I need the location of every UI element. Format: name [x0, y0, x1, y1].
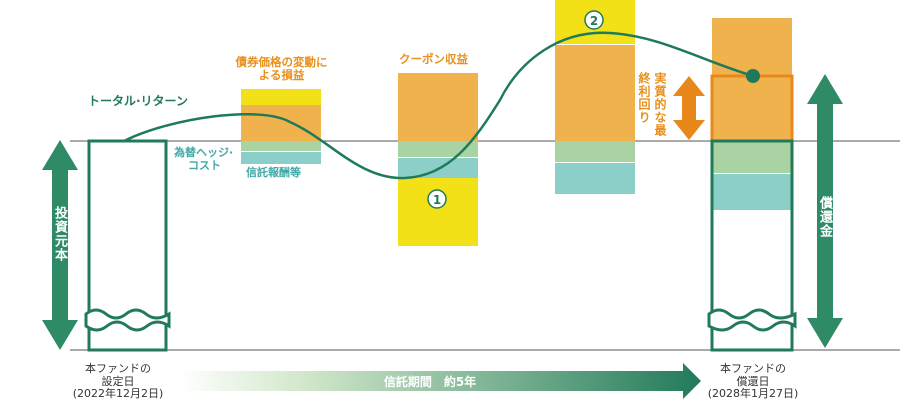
principal-wave-break [84, 308, 171, 332]
coupon-income-label: クーポン収益 [399, 52, 468, 66]
marker-2-text: 2 [590, 14, 598, 28]
end-label-line-3: (2028年1月27日) [707, 387, 799, 401]
effective-yield-box [710, 74, 794, 143]
end-label-line-1: 本ファンドの [720, 362, 786, 375]
redemption-arrow [807, 74, 843, 348]
coupon-bar-period-3 [555, 45, 635, 141]
bond-price-gain-bar [241, 89, 321, 105]
effective-yield-arrow [673, 76, 705, 140]
coupon-bar-period-2 [398, 73, 478, 141]
total-return-curve [123, 31, 754, 180]
effective-yield-label: 実質的な最終利回り [637, 72, 667, 137]
redemption-label: 償還金 [817, 196, 832, 238]
bond-price-change-line-1: 債券価格の変動に [235, 55, 328, 69]
start-label-line-1: 本ファンドの [85, 362, 151, 375]
end-date-label: 本ファンドの 償還日 (2028年1月27日) [695, 362, 811, 401]
redemption-hedge-cost [713, 142, 791, 173]
bond-price-change-line-2: よる損益 [258, 68, 305, 83]
total-return-endpoint [746, 69, 760, 83]
redemption-trust-fee [713, 174, 791, 210]
fx-hedge-cost-line-2: コスト [188, 158, 221, 172]
principal-arrow [42, 140, 78, 350]
period-arrow [180, 363, 701, 399]
marker-1-text: 1 [433, 193, 441, 207]
redemption-wave-break [707, 308, 797, 332]
coupon-bar-period-1 [241, 105, 321, 141]
fx-hedge-cost-line-1: 為替ヘッジ· [174, 146, 234, 159]
fx-hedge-cost-label: 為替ヘッジ· コスト [174, 146, 234, 172]
bond-price-change-label: 債券価格の変動に よる損益 [223, 55, 340, 83]
marker-1-circle [427, 189, 447, 209]
trust-fee-bar-period-1 [241, 152, 321, 164]
trust-fee-bar-period-3 [555, 163, 635, 194]
end-label-line-2: 償還日 [736, 374, 770, 388]
start-date-label: 本ファンドの 設定日 (2022年12月2日) [64, 362, 172, 401]
principal-label: 投資元本 [52, 206, 67, 262]
hedge-cost-bar-period-2 [398, 141, 478, 157]
hedge-cost-bar-period-3 [555, 141, 635, 162]
start-label-line-3: (2022年12月2日) [72, 387, 164, 401]
hedge-cost-bar-period-1 [241, 141, 321, 151]
period-label: 信託期間 約5年 [384, 374, 476, 389]
bond-price-loss-bar [398, 178, 478, 246]
trust-fee-label: 信託報酬等 [246, 166, 301, 179]
marker-2-circle [584, 10, 604, 30]
redemption-column [710, 139, 794, 352]
total-return-label: トータル·リターン [88, 94, 188, 108]
start-label-line-2: 設定日 [101, 374, 135, 388]
